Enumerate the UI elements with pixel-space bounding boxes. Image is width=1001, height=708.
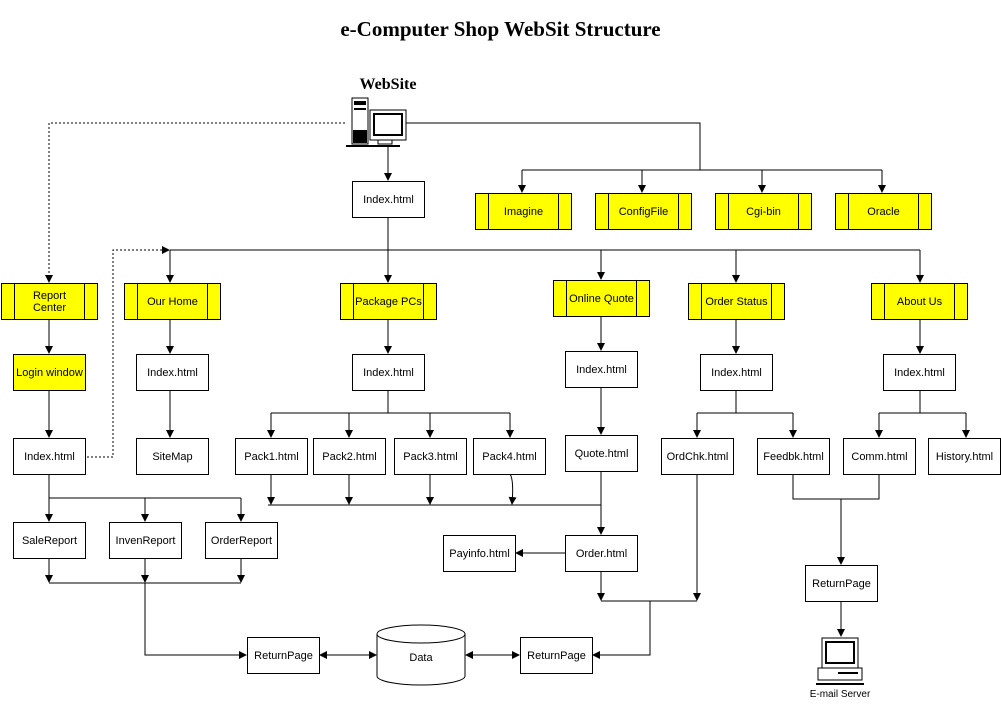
resource-configfile: ConfigFile	[595, 193, 692, 230]
diagram-title: e-Computer Shop WebSit Structure	[340, 17, 661, 41]
order-status-index-node: Index.html	[700, 354, 773, 391]
feedbk-node: Feedbk.html	[757, 438, 830, 475]
report-return-page-node: ReturnPage	[247, 637, 320, 674]
comm-node: Comm.html	[843, 438, 916, 475]
history-node: History.html	[928, 438, 1001, 475]
root-index-node: Index.html	[352, 181, 425, 218]
pack1-node: Pack1.html	[235, 438, 308, 475]
feedback-return-page-node: ReturnPage	[805, 565, 878, 602]
section-order-status: Order Status	[688, 283, 785, 320]
email-server-computer-icon	[816, 637, 864, 685]
resource-imagine: Imagine	[475, 193, 572, 230]
server-computer-icon	[346, 97, 407, 147]
quote-index-node: Index.html	[565, 351, 638, 388]
package-index-node: Index.html	[352, 354, 425, 391]
data-store-label: Data	[409, 652, 433, 664]
login-window-node: Login window	[13, 354, 86, 391]
resource-cgi-bin: Cgi-bin	[715, 193, 812, 230]
resource-oracle: Oracle	[835, 193, 932, 230]
payinfo-node: Payinfo.html	[443, 535, 516, 572]
order-html-node: Order.html	[565, 535, 638, 572]
ordchk-node: OrdChk.html	[661, 438, 734, 475]
home-index-node: Index.html	[136, 354, 209, 391]
order-report-node: OrderReport	[205, 522, 278, 559]
website-label: WebSite	[359, 76, 417, 93]
database-icon	[376, 624, 466, 686]
section-our-home: Our Home	[124, 283, 221, 320]
section-package-pcs: Package PCs	[340, 283, 437, 320]
report-index-node: Index.html	[13, 438, 86, 475]
section-about-us: About Us	[871, 283, 968, 320]
pack4-node: Pack4.html	[473, 438, 546, 475]
pack3-node: Pack3.html	[394, 438, 467, 475]
section-online-quote: Online Quote	[553, 280, 650, 317]
quote-html-node: Quote.html	[565, 435, 638, 472]
quote-return-page-node: ReturnPage	[520, 637, 593, 674]
inven-report-node: InvenReport	[109, 522, 182, 559]
section-report-center: Report Center	[1, 283, 98, 320]
sitemap-node: SiteMap	[136, 438, 209, 475]
pack2-node: Pack2.html	[313, 438, 386, 475]
email-server-label: E-mail Server	[809, 689, 871, 700]
about-index-node: Index.html	[883, 354, 956, 391]
sale-report-node: SaleReport	[13, 522, 86, 559]
